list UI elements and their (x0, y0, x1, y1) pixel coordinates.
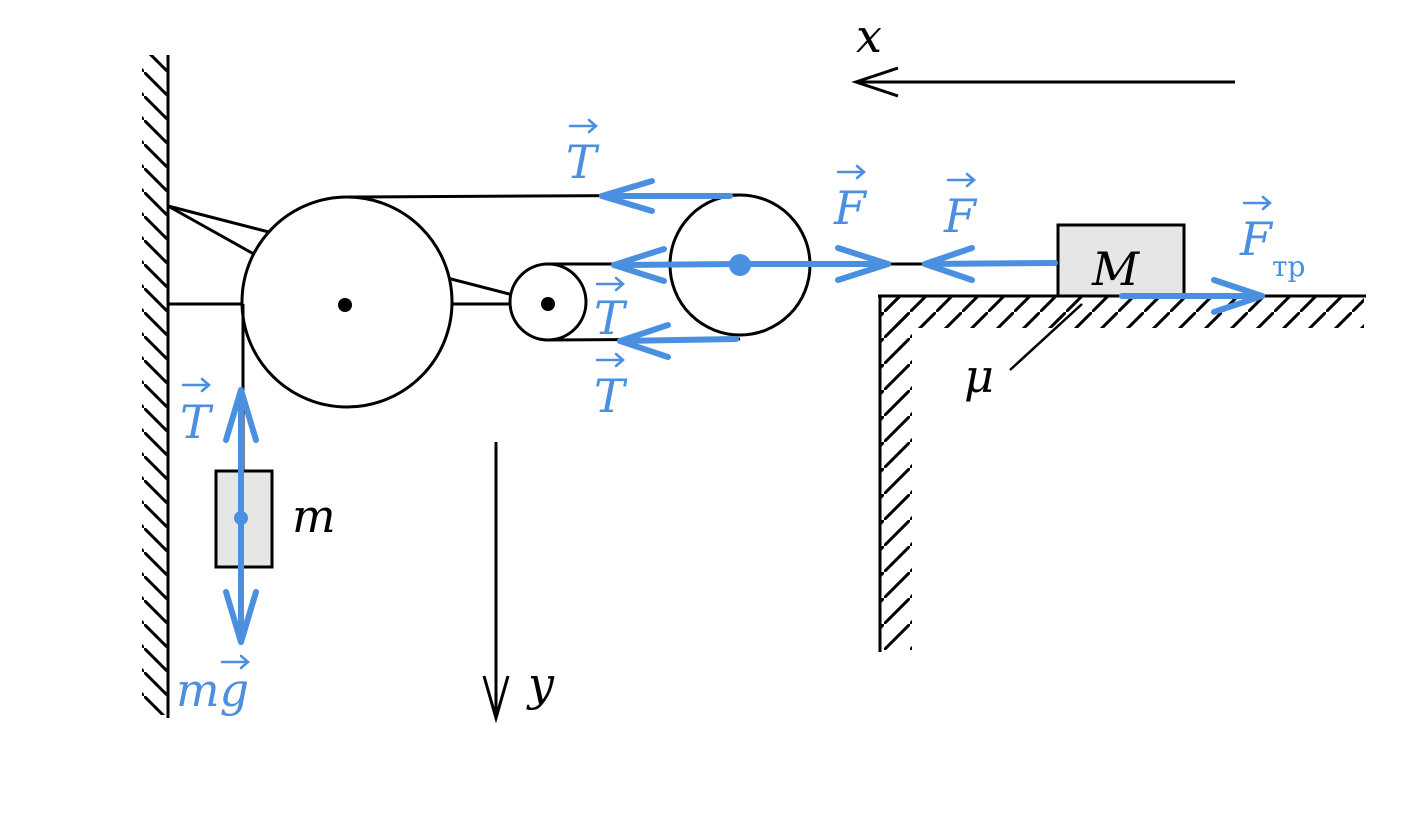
y-axis-arrow (482, 442, 510, 724)
weight-arrow (223, 515, 259, 645)
vector-marks (181, 118, 1272, 670)
vector-mark-tension-bottom (595, 352, 625, 368)
block-force-arrow (922, 245, 1058, 283)
friction-coef-label: μ (964, 349, 994, 403)
vector-mark-tension-top (568, 118, 598, 134)
weight-label: mg (176, 663, 249, 717)
hanging-mass-center (234, 511, 248, 525)
vector-mark-tension-middle (595, 276, 625, 292)
mass-tension-arrow (223, 387, 259, 521)
tension-middle-label: T (594, 291, 628, 345)
tension-top-arrow (599, 178, 733, 214)
y-axis-label: y (526, 657, 555, 711)
force-vectors (223, 178, 1265, 645)
tension-bottom-arrow (617, 322, 739, 360)
friction-force-arrow (1119, 277, 1265, 315)
force-pulley-label: F (833, 181, 868, 235)
block-mass-label: M (1091, 242, 1141, 296)
friction-force-label: F (1239, 212, 1274, 266)
tension-middle-arrow (611, 246, 743, 284)
friction-force-subscript: тр (1272, 250, 1305, 283)
tension-bottom-label: T (594, 369, 628, 423)
x-axis-label: x (856, 9, 882, 63)
moving-pulley-center (729, 254, 751, 276)
vector-mark-force-pulley (836, 164, 866, 180)
small-pulley-axle (541, 297, 555, 311)
tension-mass-label: T (180, 395, 214, 449)
large-pulley-axle (338, 298, 352, 312)
vector-mark-force-block (946, 172, 976, 188)
x-axis-arrow (851, 66, 1235, 98)
vector-mark-friction (1242, 195, 1272, 211)
tension-top-label: T (566, 135, 600, 189)
force-block-label: F (943, 189, 978, 243)
left-wall (142, 55, 170, 718)
table (878, 294, 1366, 652)
hanging-mass-label: m (292, 489, 336, 543)
pulley-force-arrow (737, 245, 891, 283)
vector-mark-weight (220, 654, 250, 670)
vector-mark-tension-mass (181, 377, 211, 393)
